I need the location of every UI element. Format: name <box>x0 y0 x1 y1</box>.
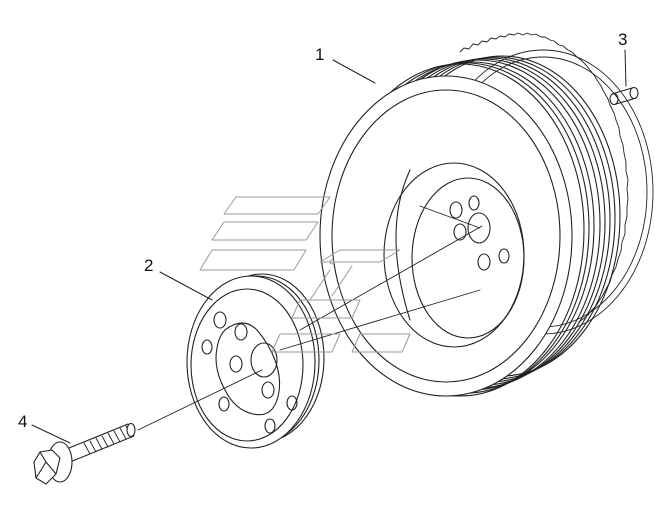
flywheel-front-face <box>319 75 573 397</box>
flywheel-bolt-holes <box>449 195 510 271</box>
callout-1: 1 <box>315 45 325 64</box>
flywheel <box>319 32 654 397</box>
watermark-logo <box>199 196 411 353</box>
dowel-pin <box>609 86 639 106</box>
callout-leaders <box>31 49 627 444</box>
callout-4: 4 <box>18 412 28 431</box>
crankshaft-pulley <box>186 273 325 449</box>
callout-2: 2 <box>144 256 154 275</box>
assembly-centerlines <box>137 205 483 431</box>
pulley-bolt-holes <box>201 311 298 434</box>
pulley-center-plate <box>215 322 281 416</box>
flange-bolt <box>33 422 136 485</box>
callout-3: 3 <box>618 30 628 49</box>
